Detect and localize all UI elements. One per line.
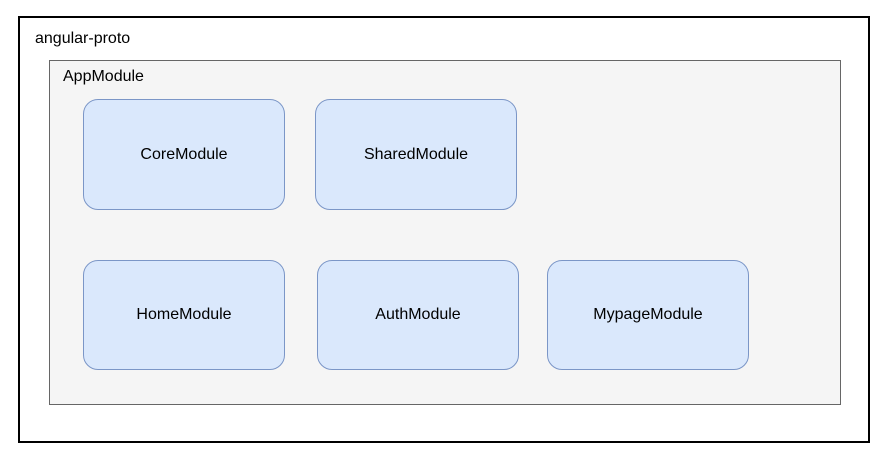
module-node-authmodule: AuthModule [317,260,519,370]
module-node-homemodule: HomeModule [83,260,285,370]
module-node-sharedmodule: SharedModule [315,99,517,210]
appmodule-container: AppModule CoreModule SharedModule HomeMo… [49,60,841,405]
sharedmodule-label: SharedModule [363,145,469,163]
appmodule-label: AppModule [63,68,144,85]
module-node-mypagemodule: MypageModule [547,260,749,370]
module-node-coremodule: CoreModule [83,99,285,210]
authmodule-label: AuthModule [375,306,461,323]
homemodule-label: HomeModule [136,306,232,323]
coremodule-label: CoreModule [140,145,228,163]
project-box: angular-proto AppModule CoreModule Share… [18,16,870,443]
project-label: angular-proto [35,30,131,47]
mypagemodule-label: MypageModule [593,306,703,323]
